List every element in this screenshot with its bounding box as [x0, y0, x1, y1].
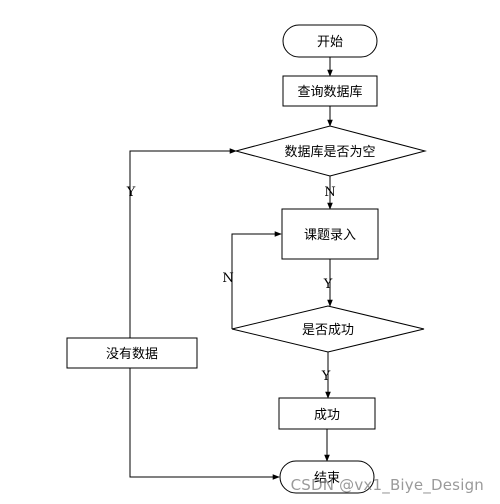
edge-label-success-no: N: [222, 271, 233, 286]
topic-entry-node: 课题录入: [281, 208, 379, 260]
edge-label-success-yes: Y: [321, 369, 331, 384]
success-node: 成功: [278, 397, 376, 430]
edge-empty-yes-branch: [129, 150, 280, 480]
topic-entry-label: 课题录入: [304, 228, 356, 243]
no-data-node: 没有数据: [66, 337, 198, 369]
db-empty-label: 数据库是否为空: [284, 144, 375, 160]
success-label: 成功: [314, 408, 340, 423]
start-node: 开始: [282, 24, 378, 58]
edge-success-no-loop: [231, 231, 282, 329]
query-db-label: 查询数据库: [297, 84, 362, 100]
edge-label-empty-yes: Y: [126, 185, 136, 200]
end-label: 结束: [314, 471, 340, 486]
is-success-decision: 是否成功: [231, 305, 425, 353]
query-db-node: 查询数据库: [282, 75, 378, 107]
db-empty-decision: 数据库是否为空: [234, 125, 427, 177]
end-node: 结束: [279, 460, 375, 494]
start-label: 开始: [317, 35, 343, 50]
watermark: CSDN @vx1_Biye_Design: [290, 476, 484, 494]
no-data-label: 没有数据: [106, 347, 158, 362]
is-success-label: 是否成功: [302, 323, 354, 338]
edge-label-empty-no: N: [324, 185, 335, 200]
edge-label-entry-yes: Y: [323, 277, 333, 292]
